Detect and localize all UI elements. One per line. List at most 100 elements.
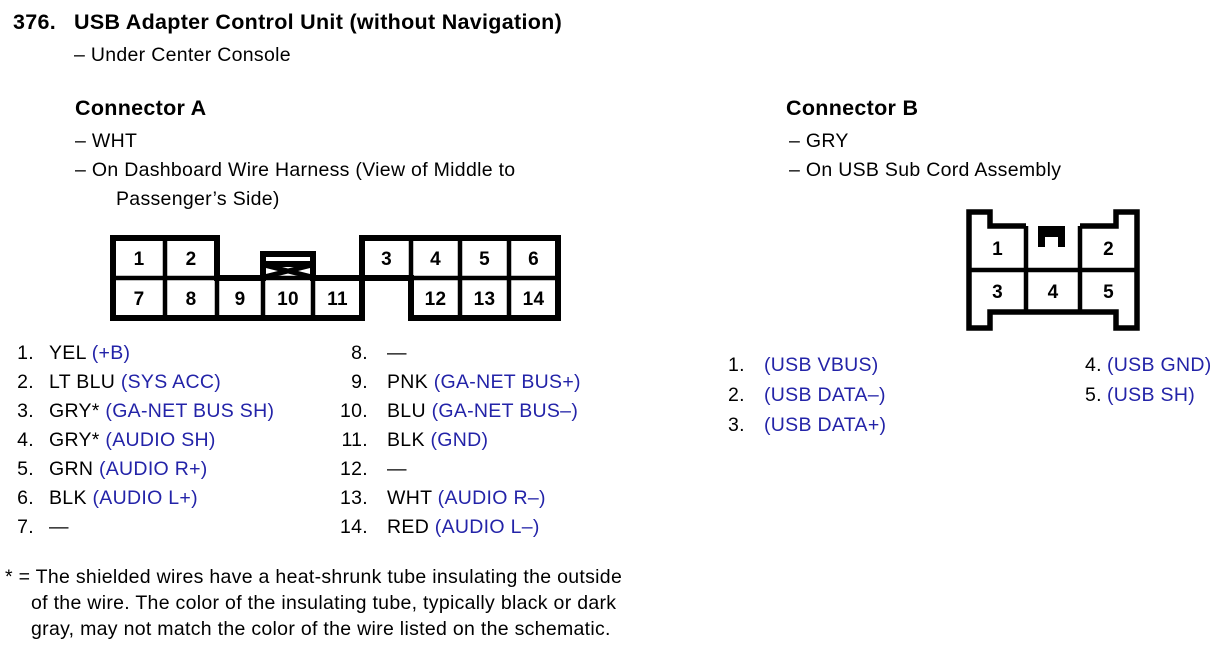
cavity-number: 11 xyxy=(327,289,348,310)
pin-row: 8. — xyxy=(330,342,581,371)
pin-row: 2.LT BLU (SYS ACC) xyxy=(8,371,274,400)
connector-b-pin-list-right: 4.(USB GND) 5.(USB SH) xyxy=(1085,354,1212,414)
cavity-number: 1 xyxy=(134,249,145,270)
cavity-number: 2 xyxy=(186,249,197,270)
pin-row: 4.(USB GND) xyxy=(1085,354,1212,384)
cavity-number: 3 xyxy=(992,282,1003,303)
signal-name: (USB GND) xyxy=(1107,354,1212,376)
wire-color: RED xyxy=(387,516,430,538)
pin-number: 1. xyxy=(728,354,745,376)
signal-name: (GA-NET BUS–) xyxy=(431,400,579,422)
connector-b-wire-color: – GRY xyxy=(789,130,849,152)
pin-number: 9. xyxy=(351,371,368,393)
connector-a-pin-list-left: 1. YEL (+B) 2.LT BLU (SYS ACC) 3. GRY* (GA… xyxy=(8,342,274,545)
unit-location: – Under Center Console xyxy=(74,44,291,66)
wire-color: BLU xyxy=(387,400,426,422)
wire-color: GRY* xyxy=(49,429,100,451)
signal-name: (GA-NET BUS SH) xyxy=(105,400,275,422)
cavity-number: 8 xyxy=(186,289,197,310)
wire-color: LT BLU xyxy=(49,371,116,393)
pin-number: 5. xyxy=(1085,384,1102,406)
connector-a-location-line2: Passenger’s Side) xyxy=(116,188,280,210)
wire-color: BLK xyxy=(387,429,425,451)
wire-color: PNK xyxy=(387,371,428,393)
cavity-number: 3 xyxy=(381,249,392,270)
pin-number: 6. xyxy=(17,487,34,509)
pin-row: 1. (USB VBUS) xyxy=(728,354,886,384)
signal-name: (GND) xyxy=(430,429,489,451)
pin-row: 4.GRY* (AUDIO SH) xyxy=(8,429,274,458)
connector-a-heading: Connector A xyxy=(75,96,207,120)
wire-color: WHT xyxy=(387,487,432,509)
page-title: USB Adapter Control Unit (without Naviga… xyxy=(74,10,563,34)
pin-row: 2. (USB DATA–) xyxy=(728,384,886,414)
cavity-number: 7 xyxy=(134,289,145,310)
cavity-number: 14 xyxy=(523,289,545,310)
pin-row: 1. YEL (+B) xyxy=(8,342,274,371)
pin-row: 11. BLK (GND) xyxy=(330,429,581,458)
pin-row: 3. GRY* (GA-NET BUS SH) xyxy=(8,400,274,429)
signal-name: (USB DATA–) xyxy=(764,384,886,406)
signal-name: (AUDIO L–) xyxy=(434,516,540,538)
connector-a-housing-outline xyxy=(110,235,561,321)
pin-row: 6.BLK (AUDIO L+) xyxy=(8,487,274,516)
cavity-number: 4 xyxy=(430,249,441,270)
signal-name: (USB SH) xyxy=(1107,384,1195,406)
blocked-cavity-marker xyxy=(263,261,313,280)
signal-name: (AUDIO SH) xyxy=(105,429,216,451)
cavity-number: 5 xyxy=(1103,282,1114,303)
pin-number: 3. xyxy=(728,414,745,436)
connector-b-cavity-numbers: 1 2 3 4 5 xyxy=(992,239,1114,303)
pin-number: 3. xyxy=(17,400,34,422)
pin-row: 10. BLU (GA-NET BUS–) xyxy=(330,400,581,429)
pin-row: 14. RED (AUDIO L–) xyxy=(330,516,581,545)
pin-number: 10. xyxy=(339,400,368,422)
connector-b-location-line1: – On USB Sub Cord Assembly xyxy=(789,159,1062,181)
wire-color: — xyxy=(387,458,407,480)
signal-name: (USB VBUS) xyxy=(764,354,879,376)
connector-a-pin-list-right: 8.— 9.PNK (GA-NET BUS+) 10.BLU (GA-NET B… xyxy=(330,342,581,545)
cavity-number: 12 xyxy=(425,289,447,310)
cavity-number: 5 xyxy=(479,249,490,270)
signal-name: (+B) xyxy=(91,342,131,364)
cavity-number: 10 xyxy=(277,289,299,310)
wire-color: GRN xyxy=(49,458,94,480)
pin-row: 13.WHT (AUDIO R–) xyxy=(330,487,581,516)
cavity-number: 6 xyxy=(528,249,539,270)
connector-a-wire-color: – WHT xyxy=(75,130,138,152)
pin-number: 2. xyxy=(728,384,745,406)
connector-b-cavity-dividers xyxy=(969,226,1137,312)
cavity-number: 4 xyxy=(1048,282,1059,303)
signal-name: (AUDIO L+) xyxy=(92,487,198,509)
wire-color: YEL xyxy=(49,342,87,364)
wire-color: GRY* xyxy=(49,400,100,422)
pin-number: 4. xyxy=(1085,354,1102,376)
connector-a-cavity-numbers: 1 2 3 4 5 6 7 8 9 10 11 12 13 14 xyxy=(134,249,545,310)
latch-key-tab xyxy=(1038,226,1065,247)
item-number: 376. xyxy=(13,10,57,34)
cavity-number: 2 xyxy=(1103,239,1114,260)
pin-number: 13. xyxy=(339,487,368,509)
cavity-number: 13 xyxy=(474,289,496,310)
pin-number: 8. xyxy=(351,342,368,364)
pin-row: 3.(USB DATA+) xyxy=(728,414,886,444)
connector-b-heading: Connector B xyxy=(786,96,919,120)
connector-a-cavity-dividers xyxy=(113,238,558,318)
connector-b-diagram: 1 2 3 4 5 xyxy=(966,209,1140,331)
wire-color: — xyxy=(387,342,407,364)
pin-row: 9.PNK (GA-NET BUS+) xyxy=(330,371,581,400)
pin-row: 5.(USB SH) xyxy=(1085,384,1212,414)
pin-number: 5. xyxy=(17,458,34,480)
pin-number: 1. xyxy=(17,342,34,364)
signal-name: (AUDIO R+) xyxy=(98,458,208,480)
pin-number: 14. xyxy=(339,516,368,538)
signal-name: (SYS ACC) xyxy=(120,371,222,393)
pin-number: 11. xyxy=(341,429,368,451)
connector-b-housing-outline xyxy=(966,209,1140,331)
pin-row: 7. — xyxy=(8,516,274,545)
pin-number: 7. xyxy=(17,516,34,538)
pin-row: 12.— xyxy=(330,458,581,487)
wire-color: — xyxy=(49,516,69,538)
connector-a-location-line1: – On Dashboard Wire Harness (View of Mid… xyxy=(75,159,516,181)
